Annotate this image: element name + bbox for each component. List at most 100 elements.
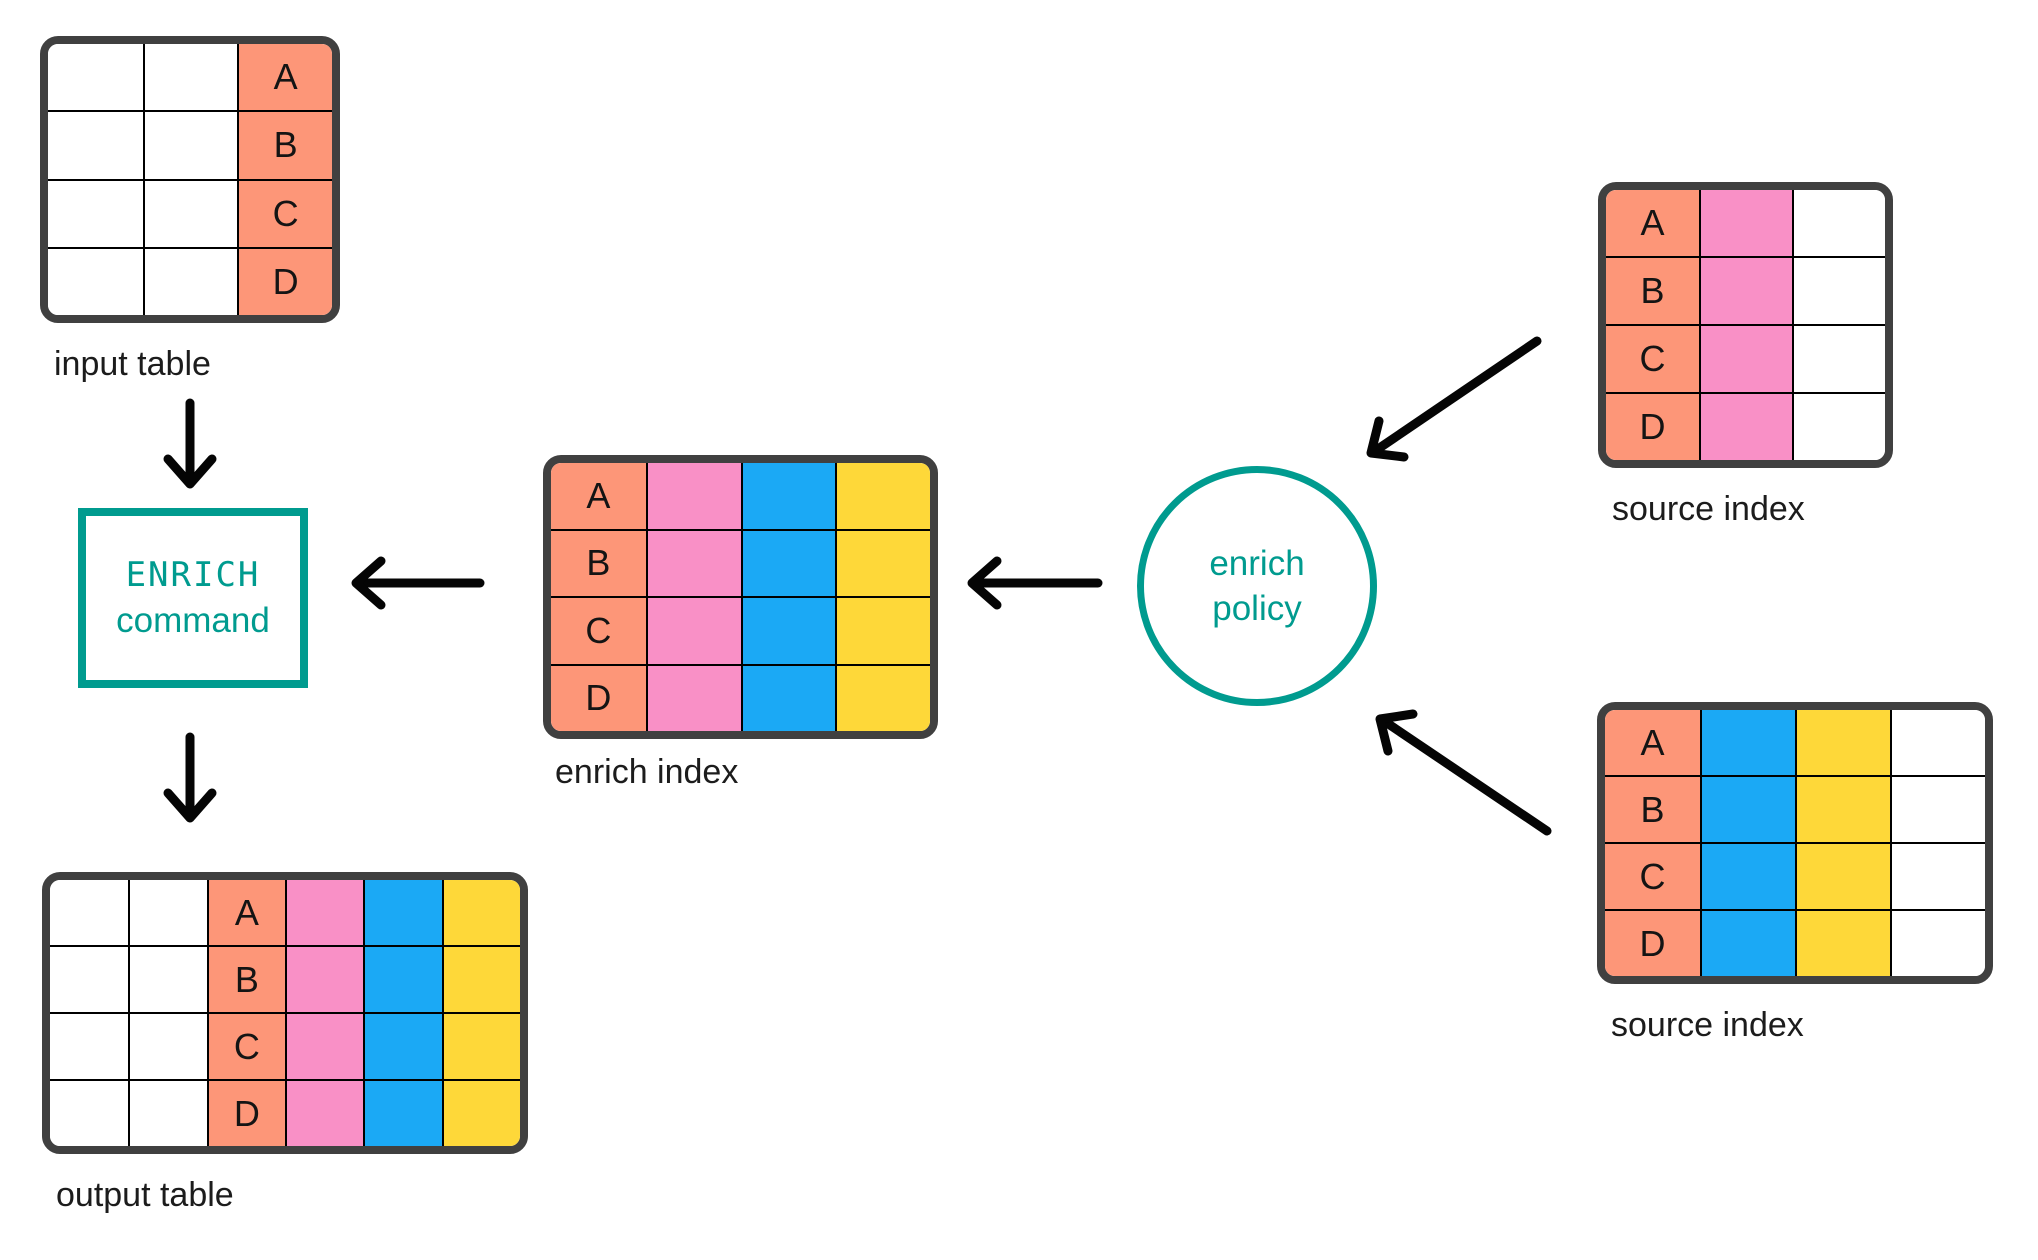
- arrow-enrich-command-to-output-table: [163, 732, 217, 823]
- table-cell: [1795, 710, 1890, 775]
- table-cell: [48, 110, 143, 179]
- table-cell: [1795, 775, 1890, 842]
- table-cell: [740, 528, 836, 596]
- table-cell: [1700, 710, 1795, 775]
- table-cell: [363, 945, 442, 1012]
- table-cell: [645, 528, 741, 596]
- table-cell: [142, 246, 238, 315]
- table-cell: [645, 663, 741, 731]
- table-cell-key: B: [1606, 256, 1699, 324]
- table-cell: [1699, 392, 1792, 460]
- table-cell: [1890, 710, 1985, 775]
- enrich-policy-node: enrich policy: [1137, 466, 1377, 706]
- arrow-enrich-index-to-enrich-command: [351, 556, 485, 610]
- enrich-command-word: command: [116, 601, 270, 640]
- table-cell: [128, 1012, 207, 1079]
- table-cell-key: D: [206, 1079, 285, 1146]
- table-cell-key: A: [1606, 190, 1699, 256]
- table-cell-key: A: [1605, 710, 1700, 775]
- table-cell-key: A: [551, 463, 646, 529]
- enrich-policy-word-2: policy: [1212, 589, 1302, 628]
- table-cell: [835, 663, 930, 731]
- table-cell: [363, 880, 442, 945]
- table-cell: [128, 945, 207, 1012]
- table-cell: [835, 463, 930, 529]
- table-cell: [285, 1012, 364, 1079]
- table-cell: [441, 880, 520, 945]
- table-cell: [441, 1079, 520, 1146]
- enrich-policy-word-1: enrich: [1209, 544, 1305, 583]
- table-cell: [1700, 909, 1795, 976]
- table-cell: [441, 1012, 520, 1079]
- table-cell-key: B: [1605, 775, 1700, 842]
- table-cell: [50, 1079, 129, 1146]
- table-cell-key: B: [206, 945, 285, 1012]
- table-cell-key: D: [1605, 909, 1700, 976]
- table-cell: [285, 1079, 364, 1146]
- table-cell-key: C: [206, 1012, 285, 1079]
- table-cell: [1795, 909, 1890, 976]
- table-cell: [50, 1012, 129, 1079]
- table-cell: [645, 596, 741, 664]
- table-cell-key: D: [237, 246, 332, 315]
- source-index-top-label: source index: [1612, 490, 1805, 528]
- table-cell-key: B: [551, 528, 646, 596]
- table-cell: [740, 663, 836, 731]
- table-cell-key: C: [237, 178, 332, 247]
- table-cell: [835, 528, 930, 596]
- table-cell: [142, 44, 238, 111]
- input-table-label: input table: [54, 345, 211, 383]
- arrow-enrich-policy-to-enrich-index: [967, 556, 1103, 610]
- table-cell: [1890, 775, 1985, 842]
- table-cell-key: D: [1606, 392, 1699, 460]
- table-cell: [1792, 256, 1885, 324]
- table-cell: [835, 596, 930, 664]
- table-cell-key: A: [206, 880, 285, 945]
- table-cell: [50, 945, 129, 1012]
- output-table-label: output table: [56, 1176, 234, 1214]
- table-cell: [645, 463, 741, 529]
- enrich-command-keyword: ENRICH: [125, 555, 261, 595]
- table-cell: [142, 178, 238, 247]
- source-index-bottom-label: source index: [1611, 1006, 1804, 1044]
- table-cell: [740, 596, 836, 664]
- table-cell: [1699, 190, 1792, 256]
- table-cell: [740, 463, 836, 529]
- table-cell: [142, 110, 238, 179]
- enrich-index-label: enrich index: [555, 753, 739, 791]
- table-cell: [441, 945, 520, 1012]
- enrich-command-box: ENRICH command: [78, 508, 308, 688]
- table-cell: [1792, 190, 1885, 256]
- table-cell-key: C: [1605, 842, 1700, 909]
- table-cell-key: C: [551, 596, 646, 664]
- table-cell-key: A: [237, 44, 332, 111]
- table-cell: [1890, 842, 1985, 909]
- table-cell: [363, 1012, 442, 1079]
- table-cell: [48, 44, 143, 111]
- table-cell: [128, 880, 207, 945]
- table-cell: [1890, 909, 1985, 976]
- table-cell-key: B: [237, 110, 332, 179]
- table-cell-key: D: [551, 663, 646, 731]
- arrow-source-index-bottom-to-enrich-policy: [1375, 709, 1552, 836]
- table-cell: [285, 880, 364, 945]
- table-cell: [50, 880, 129, 945]
- table-cell: [363, 1079, 442, 1146]
- arrow-source-index-top-to-enrich-policy: [1366, 336, 1542, 462]
- table-cell: [128, 1079, 207, 1146]
- table-cell: [1792, 392, 1885, 460]
- table-cell: [1700, 842, 1795, 909]
- table-cell: [1699, 324, 1792, 392]
- table-cell: [48, 246, 143, 315]
